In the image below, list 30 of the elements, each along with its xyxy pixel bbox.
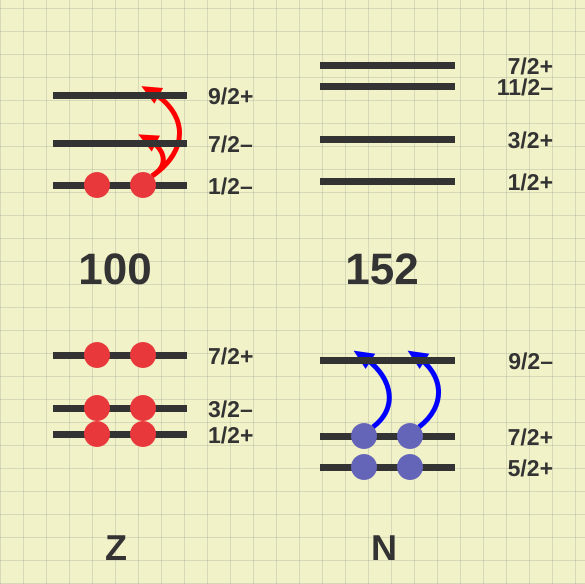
axis-label: Z (105, 527, 127, 569)
spin-parity-label: 7/2+ (508, 424, 553, 450)
spin-parity-label: 7/2+ (208, 343, 254, 369)
nucleon-dot (84, 395, 110, 421)
spin-parity-label: 1/2+ (208, 422, 254, 448)
nucleon-dot (130, 172, 156, 198)
nucleon-dot (397, 423, 423, 449)
nucleon-dot (130, 342, 156, 368)
nucleon-dot (130, 395, 156, 421)
spin-parity-label: 1/2– (208, 173, 253, 199)
spin-parity-label: 9/2– (508, 348, 553, 374)
transition-arrow (408, 350, 441, 429)
nucleon-dot (84, 421, 110, 447)
transition-arrow (142, 86, 182, 178)
spin-parity-label: 3/2– (208, 396, 253, 422)
nucleon-dot (351, 454, 377, 480)
nucleon-dot (84, 172, 110, 198)
nucleon-dot (351, 423, 377, 449)
spin-parity-label: 1/2+ (508, 169, 553, 195)
spin-parity-label: 9/2+ (208, 83, 254, 109)
axis-label: N (371, 527, 397, 569)
nucleon-dot (84, 342, 110, 368)
transition-arrow (354, 350, 392, 429)
nucleon-dot (397, 454, 423, 480)
spin-parity-label: 7/2– (208, 131, 253, 157)
magic-number: 152 (345, 245, 419, 295)
magic-number: 100 (78, 245, 152, 295)
spin-parity-label: 5/2+ (508, 455, 553, 481)
nucleon-dot (130, 421, 156, 447)
spin-parity-label: 3/2+ (508, 127, 553, 153)
